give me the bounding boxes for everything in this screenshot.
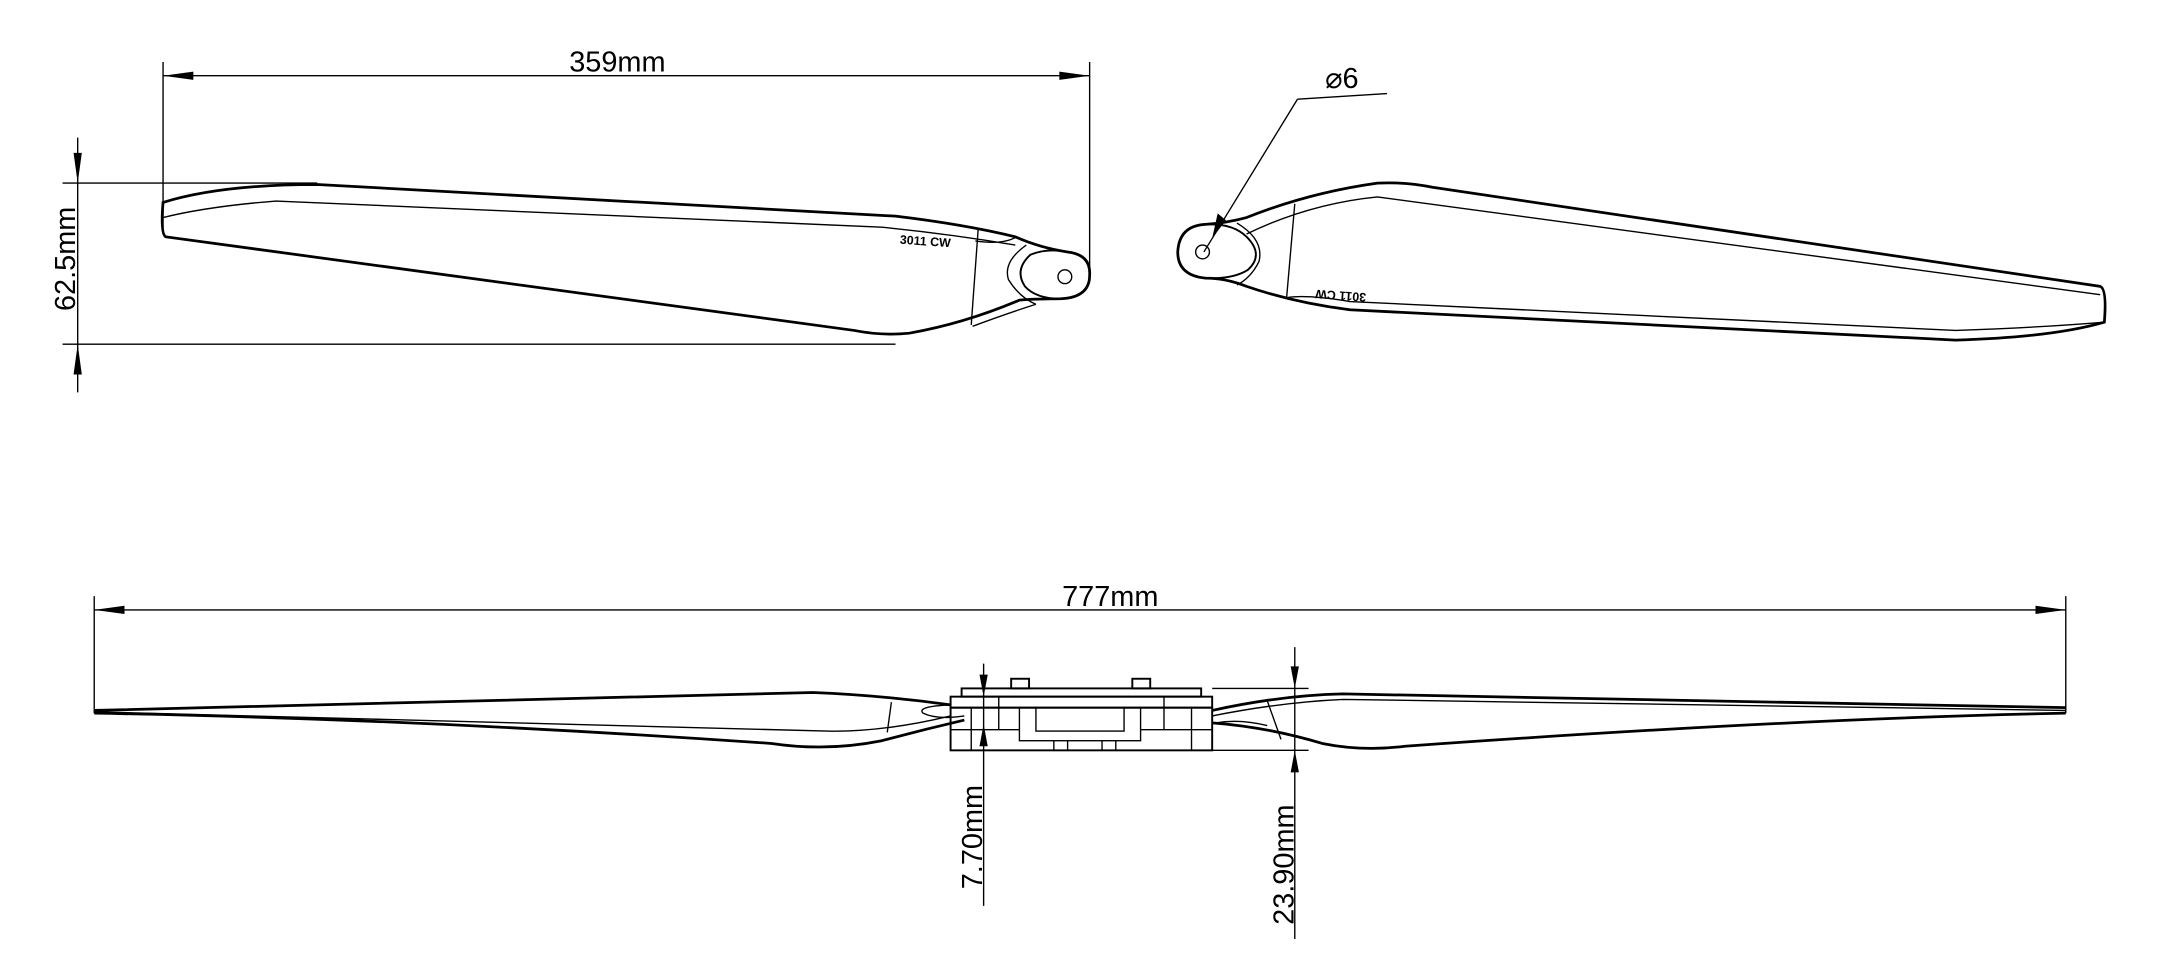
span-label: 777mm <box>1062 581 1158 613</box>
left-blade-top-view: 3011 CW <box>160 183 1092 336</box>
hub-thickness-label: 7.70mm <box>957 785 989 889</box>
propeller-side-view <box>94 677 2066 752</box>
dimension-777mm: 777mm <box>93 581 2067 714</box>
blade-marking-mirrored: 3011 CW <box>1315 287 1367 305</box>
hole-diameter-callout: ⌀6 <box>1203 63 1388 253</box>
dimension-7-70mm: 7.70mm <box>957 663 989 906</box>
dimension-62-5mm: 62.5mm <box>50 137 896 393</box>
dimension-359mm: 359mm <box>162 47 1091 270</box>
total-height-label: 23.90mm <box>1268 804 1300 924</box>
right-blade-top-view: 3011 CW <box>1176 181 2107 342</box>
dimension-23-90mm: 23.90mm <box>1212 647 1309 939</box>
blade-marking: 3011 CW <box>899 233 951 251</box>
length-label: 359mm <box>569 47 665 79</box>
hole-label: ⌀6 <box>1325 63 1358 95</box>
width-label: 62.5mm <box>50 207 82 311</box>
